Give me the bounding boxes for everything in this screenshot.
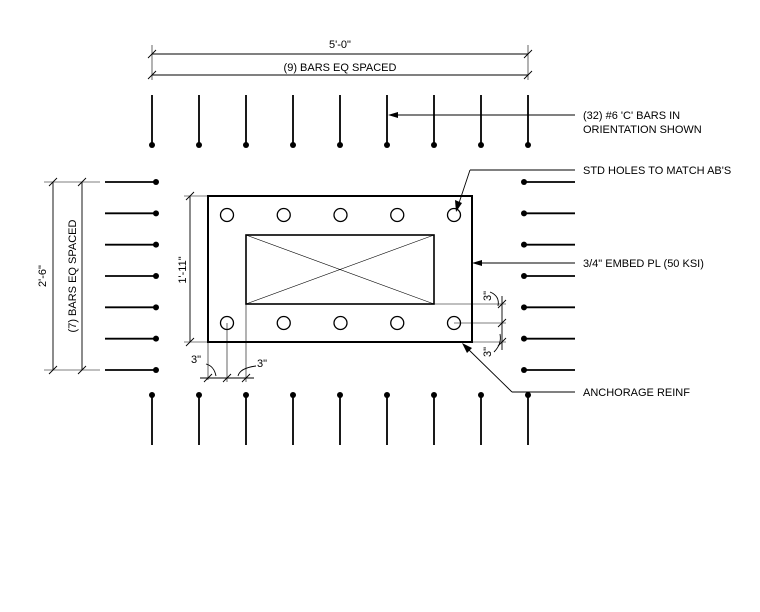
bottom-bar (478, 392, 484, 445)
anchorage-reinf-callout: ANCHORAGE REINF (462, 343, 690, 399)
anchor-hole (390, 207, 405, 223)
right-bar (521, 179, 575, 185)
right-bar (521, 210, 575, 217)
side-bar-spacing-label: (7) BARS EQ SPACED (67, 220, 79, 333)
edge-distance-left-dimension: 3" 3" (191, 304, 267, 383)
bottom-bar (149, 392, 155, 445)
top-bar (478, 95, 484, 148)
edge-right-bottom-label: 3" (482, 347, 494, 357)
anchor-hole (219, 207, 235, 223)
top-bar (431, 95, 437, 148)
right-bar (521, 273, 575, 279)
bottom-bar (196, 392, 202, 445)
edge-distance-right-dimension: 3" 3" (434, 291, 507, 357)
bottom-bar (243, 392, 249, 445)
edge-left-label: 3" (191, 354, 201, 366)
embed-plate (207, 195, 473, 343)
arrowhead-icon (455, 200, 462, 212)
top-bar-spacing-dimension: (9) BARS EQ SPACED (147, 62, 533, 80)
arrowhead-icon (472, 260, 482, 266)
anchor-hole (446, 207, 462, 223)
overall-height-label: 2'-6" (37, 265, 49, 287)
left-bar (105, 367, 159, 373)
right-bar (521, 335, 575, 342)
top-bar (290, 95, 296, 148)
overall-height-dimension: 2'-6" (37, 177, 100, 375)
c-bars-callout: (32) #6 'C' BARS IN ORIENTATION SHOWN (388, 110, 702, 136)
edge-left-label-2: 3" (257, 358, 267, 370)
arrowhead-icon (388, 112, 398, 118)
left-bar (105, 179, 159, 185)
c-bars-callout-line1: (32) #6 'C' BARS IN (583, 110, 680, 122)
bottom-bar (431, 392, 437, 445)
bottom-bar (525, 392, 531, 445)
anchor-hole (390, 315, 405, 331)
left-bar (105, 335, 159, 342)
bottom-bar (384, 392, 390, 445)
top-bar-spacing-label: (9) BARS EQ SPACED (284, 62, 397, 74)
anchorage-reinf-callout-label: ANCHORAGE REINF (583, 387, 690, 399)
top-bar (196, 95, 202, 148)
left-bar (105, 210, 159, 217)
left-bar (105, 304, 159, 311)
top-bars (149, 95, 531, 148)
plate-height-label: 1'-11" (177, 256, 189, 283)
right-bars (521, 179, 575, 373)
bottom-bar (337, 392, 343, 445)
embed-plate-callout-label: 3/4" EMBED PL (50 KSI) (583, 258, 704, 270)
right-bar (521, 304, 575, 311)
edge-right-top-label: 3" (482, 291, 494, 301)
right-bar (521, 367, 575, 373)
anchor-hole (333, 315, 348, 331)
bottom-bars (149, 392, 531, 445)
side-bar-spacing-dimension: (7) BARS EQ SPACED (67, 177, 87, 375)
std-holes-callout-label: STD HOLES TO MATCH AB'S (583, 165, 731, 177)
left-bar (105, 273, 159, 279)
anchor-bolt-holes (219, 207, 462, 331)
left-bar (105, 241, 159, 248)
top-bar (337, 95, 343, 148)
overall-width-dimension: 5'-0" (147, 39, 533, 80)
bottom-bar (290, 392, 296, 445)
std-holes-callout: STD HOLES TO MATCH AB'S (455, 165, 731, 212)
right-bar (521, 241, 575, 248)
left-bars (105, 179, 159, 373)
plate-height-dimension: 1'-11" (177, 191, 208, 347)
anchor-hole (276, 207, 291, 223)
top-bar (149, 95, 155, 148)
anchor-hole (333, 207, 348, 223)
embed-plate-callout: 3/4" EMBED PL (50 KSI) (472, 258, 704, 270)
arrowhead-icon (462, 343, 472, 353)
anchor-hole (276, 315, 291, 331)
overall-width-label: 5'-0" (329, 39, 351, 51)
top-bar (243, 95, 249, 148)
c-bars-callout-line2: ORIENTATION SHOWN (583, 124, 702, 136)
top-bar (384, 95, 390, 148)
top-bar (525, 95, 531, 148)
